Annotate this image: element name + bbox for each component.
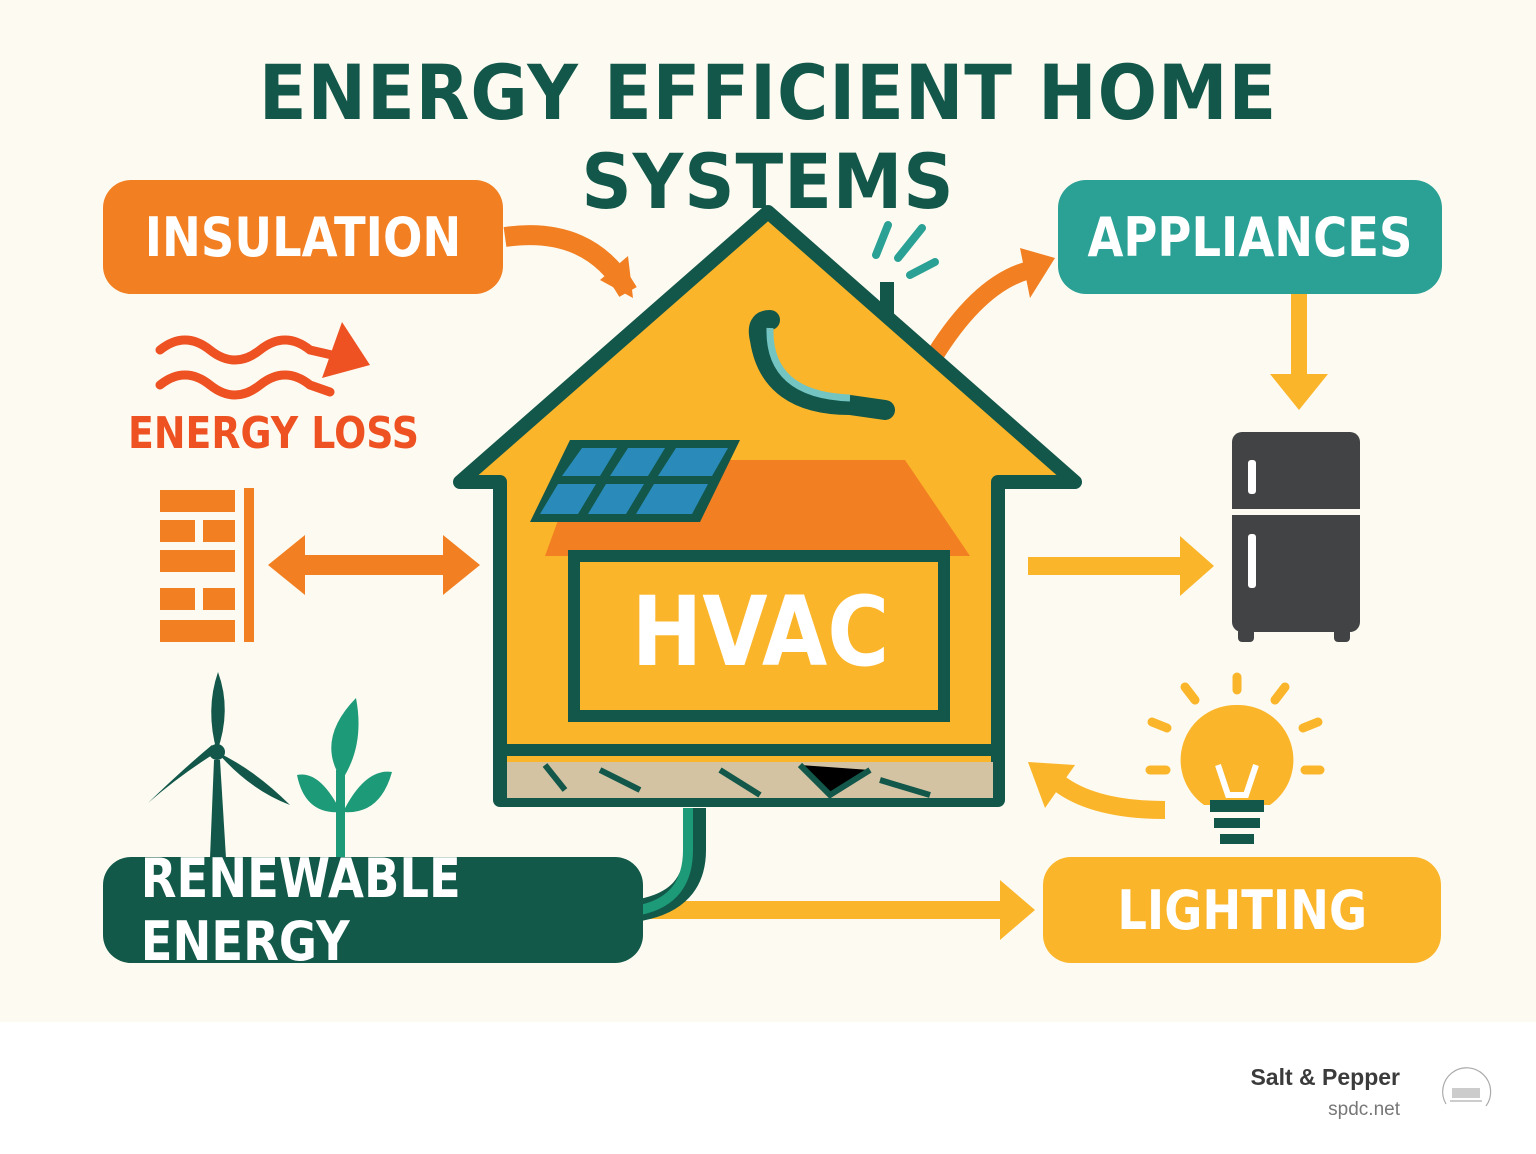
renewable-text: RENEWABLE ENERGY bbox=[140, 847, 461, 973]
appliances-label: APPLIANCES bbox=[1058, 180, 1442, 294]
lighting-text: LIGHTING bbox=[1117, 878, 1367, 942]
brand-name: Salt & Pepper bbox=[1250, 1064, 1400, 1090]
lighting-arrowhead-2 bbox=[1000, 880, 1035, 940]
house-illustration bbox=[453, 205, 1082, 807]
lighting-arrowhead bbox=[1028, 762, 1075, 808]
energy-loss-label: ENERGY LOSS bbox=[128, 408, 420, 459]
energy-loss-waves-icon bbox=[155, 335, 350, 400]
brand-url: spdc.net bbox=[1328, 1099, 1400, 1120]
brand-logo-icon bbox=[1442, 1067, 1492, 1107]
duct-icon bbox=[748, 310, 895, 420]
appliances-text: APPLIANCES bbox=[1087, 205, 1413, 269]
plant-sprout-icon bbox=[297, 698, 392, 858]
lighting-to-house-arrow bbox=[1049, 772, 1166, 819]
page-title: ENERGY EFFICIENT HOME SYSTEMS bbox=[258, 48, 1278, 226]
chimney-smoke-icon bbox=[872, 221, 939, 279]
insulation-arrowhead bbox=[600, 256, 633, 298]
wind-turbine-icon bbox=[148, 672, 290, 858]
light-bulb-icon bbox=[1145, 672, 1325, 844]
solar-panel-icon bbox=[530, 440, 740, 522]
hvac-text: HVAC bbox=[631, 576, 889, 688]
brand-block: Salt & Pepper spdc.net bbox=[1250, 1064, 1400, 1121]
brick-wall-icon bbox=[160, 488, 254, 642]
fridge-arrowhead bbox=[1270, 374, 1328, 410]
infographic-canvas: ENERGY EFFICIENT HOME SYSTEMS bbox=[0, 0, 1536, 1022]
diagram-graphics bbox=[148, 205, 1360, 940]
lighting-label: LIGHTING bbox=[1043, 857, 1441, 963]
renewable-energy-label: RENEWABLE ENERGY bbox=[103, 847, 643, 973]
insulation-text: INSULATION bbox=[144, 205, 462, 269]
fridge-arrowhead-2 bbox=[1180, 536, 1214, 596]
appliances-arrow bbox=[927, 259, 1042, 360]
hvac-label: HVAC bbox=[575, 576, 945, 688]
appliances-arrowhead bbox=[1020, 248, 1055, 298]
refrigerator-icon bbox=[1232, 432, 1360, 642]
double-arrow-right-head bbox=[443, 535, 480, 595]
double-arrow-left-head bbox=[268, 535, 305, 595]
insulation-label: INSULATION bbox=[103, 180, 503, 294]
